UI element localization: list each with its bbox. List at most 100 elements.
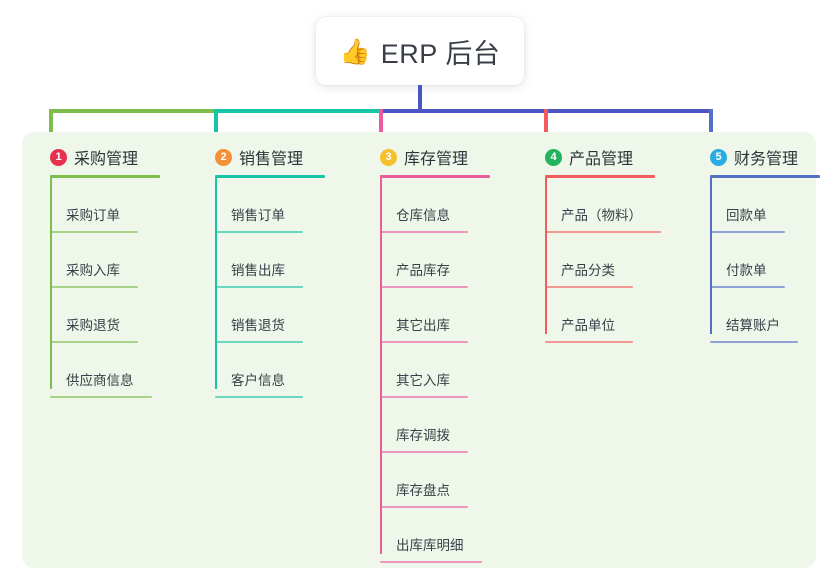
branch-column-1: 1 采购管理采购订单采购入库采购退货供应商信息 xyxy=(36,145,160,398)
leaf-item-label: 产品（物料） xyxy=(561,208,642,223)
leaf-item-rule xyxy=(215,286,303,288)
branch-title-4: 产品管理 xyxy=(569,151,634,168)
leaf-item-rule xyxy=(380,341,468,343)
leaf-item-label: 回款单 xyxy=(726,208,767,223)
branch-badge-icon-4: 4 xyxy=(545,148,562,166)
leaf-item[interactable]: 销售退货 xyxy=(201,288,325,343)
branch-badge-icon-1: 1 xyxy=(50,148,67,166)
leaf-item-label: 库存盘点 xyxy=(396,483,450,498)
column-drop-connector-3 xyxy=(379,109,383,154)
leaf-item-rule xyxy=(380,286,468,288)
leaf-item[interactable]: 付款单 xyxy=(696,233,820,288)
leaf-item[interactable]: 产品（物料） xyxy=(531,178,661,233)
leaf-item[interactable]: 仓库信息 xyxy=(366,178,490,233)
column-drop-connector-4 xyxy=(544,109,548,154)
leaf-item[interactable]: 销售订单 xyxy=(201,178,325,233)
branch-header-1[interactable]: 1 采购管理 xyxy=(36,145,160,169)
root-stem-connector xyxy=(418,85,422,112)
leaf-item[interactable]: 库存调拨 xyxy=(366,398,490,453)
branch-badge-icon-3: 3 xyxy=(380,148,397,166)
branch-body-3: 仓库信息产品库存其它出库其它入库库存调拨库存盘点出库库明细 xyxy=(366,178,490,563)
leaf-item[interactable]: 其它入库 xyxy=(366,343,490,398)
leaf-item[interactable]: 库存盘点 xyxy=(366,453,490,508)
leaf-item[interactable]: 产品分类 xyxy=(531,233,655,288)
branch-title-5: 财务管理 xyxy=(734,151,799,168)
branch-header-rule-4 xyxy=(545,175,655,178)
branch-body-5: 回款单付款单结算账户 xyxy=(696,178,820,343)
thumbs-up-icon: 👍 xyxy=(339,36,371,66)
branch-badge-icon-2: 2 xyxy=(215,148,232,166)
leaf-item-label: 产品分类 xyxy=(561,263,615,278)
column-drop-connector-2 xyxy=(214,109,218,154)
branch-body-4: 产品（物料） 产品分类产品单位 xyxy=(531,178,661,343)
leaf-item[interactable]: 采购订单 xyxy=(36,178,160,233)
horizontal-connector-segment-1 xyxy=(51,109,216,113)
branch-title-2: 销售管理 xyxy=(239,151,304,168)
branch-column-4: 4 产品管理产品（物料） 产品分类产品单位 xyxy=(531,145,661,343)
leaf-item-rule xyxy=(545,341,633,343)
leaf-item-rule xyxy=(50,286,138,288)
branch-title-1: 采购管理 xyxy=(74,151,139,168)
leaf-item[interactable]: 出库库明细 xyxy=(366,508,490,563)
root-title: ERP 后台 xyxy=(380,38,501,69)
leaf-item-rule xyxy=(50,231,138,233)
leaf-item-rule xyxy=(50,396,152,398)
leaf-item-rule xyxy=(215,396,303,398)
horizontal-connector-segment-2 xyxy=(216,109,381,113)
branches-panel xyxy=(22,132,816,568)
leaf-item-label: 采购退货 xyxy=(66,318,120,333)
leaf-item[interactable]: 供应商信息 xyxy=(36,343,160,398)
leaf-item-rule xyxy=(710,341,798,343)
leaf-item-label: 其它入库 xyxy=(396,373,450,388)
leaf-item[interactable]: 客户信息 xyxy=(201,343,325,398)
leaf-item-label: 销售退货 xyxy=(231,318,285,333)
branch-spine-3 xyxy=(380,178,382,554)
leaf-item-label: 销售出库 xyxy=(231,263,285,278)
leaf-item-label: 产品单位 xyxy=(561,318,615,333)
leaf-item-label: 采购入库 xyxy=(66,263,120,278)
leaf-item-label: 销售订单 xyxy=(231,208,285,223)
leaf-item-rule xyxy=(50,341,138,343)
leaf-item-label: 供应商信息 xyxy=(66,373,134,388)
leaf-item-rule xyxy=(710,286,785,288)
leaf-item[interactable]: 其它出库 xyxy=(366,288,490,343)
leaf-item-rule xyxy=(380,451,468,453)
leaf-item-label: 结算账户 xyxy=(726,318,780,333)
leaf-item[interactable]: 销售出库 xyxy=(201,233,325,288)
leaf-item[interactable]: 结算账户 xyxy=(696,288,820,343)
leaf-item-label: 仓库信息 xyxy=(396,208,450,223)
leaf-item-rule xyxy=(215,231,303,233)
branch-header-4[interactable]: 4 产品管理 xyxy=(531,145,655,169)
leaf-item-rule xyxy=(380,561,482,563)
branch-body-1: 采购订单采购入库采购退货供应商信息 xyxy=(36,178,160,398)
root-node[interactable]: 👍 ERP 后台 xyxy=(316,17,524,85)
leaf-item-label: 产品库存 xyxy=(396,263,450,278)
leaf-item[interactable]: 产品库存 xyxy=(366,233,490,288)
leaf-item-label: 其它出库 xyxy=(396,318,450,333)
branch-header-rule-5 xyxy=(710,175,820,178)
branch-body-2: 销售订单销售出库销售退货客户信息 xyxy=(201,178,325,398)
leaf-item-label: 采购订单 xyxy=(66,208,120,223)
column-drop-connector-5 xyxy=(709,109,713,154)
branch-spine-1 xyxy=(50,178,52,389)
leaf-item-rule xyxy=(710,231,785,233)
branch-header-2[interactable]: 2 销售管理 xyxy=(201,145,325,169)
leaf-item-label: 库存调拨 xyxy=(396,428,450,443)
leaf-item[interactable]: 采购入库 xyxy=(36,233,160,288)
branch-spine-5 xyxy=(710,178,712,334)
leaf-item[interactable]: 采购退货 xyxy=(36,288,160,343)
column-drop-connector-1 xyxy=(49,109,53,154)
leaf-item-rule xyxy=(545,231,661,233)
leaf-item-rule xyxy=(380,506,468,508)
leaf-item[interactable]: 回款单 xyxy=(696,178,820,233)
leaf-item-label: 客户信息 xyxy=(231,373,285,388)
leaf-item-label: 出库库明细 xyxy=(396,538,464,553)
leaf-item-rule xyxy=(380,231,468,233)
branch-header-rule-3 xyxy=(380,175,490,178)
leaf-item[interactable]: 产品单位 xyxy=(531,288,655,343)
